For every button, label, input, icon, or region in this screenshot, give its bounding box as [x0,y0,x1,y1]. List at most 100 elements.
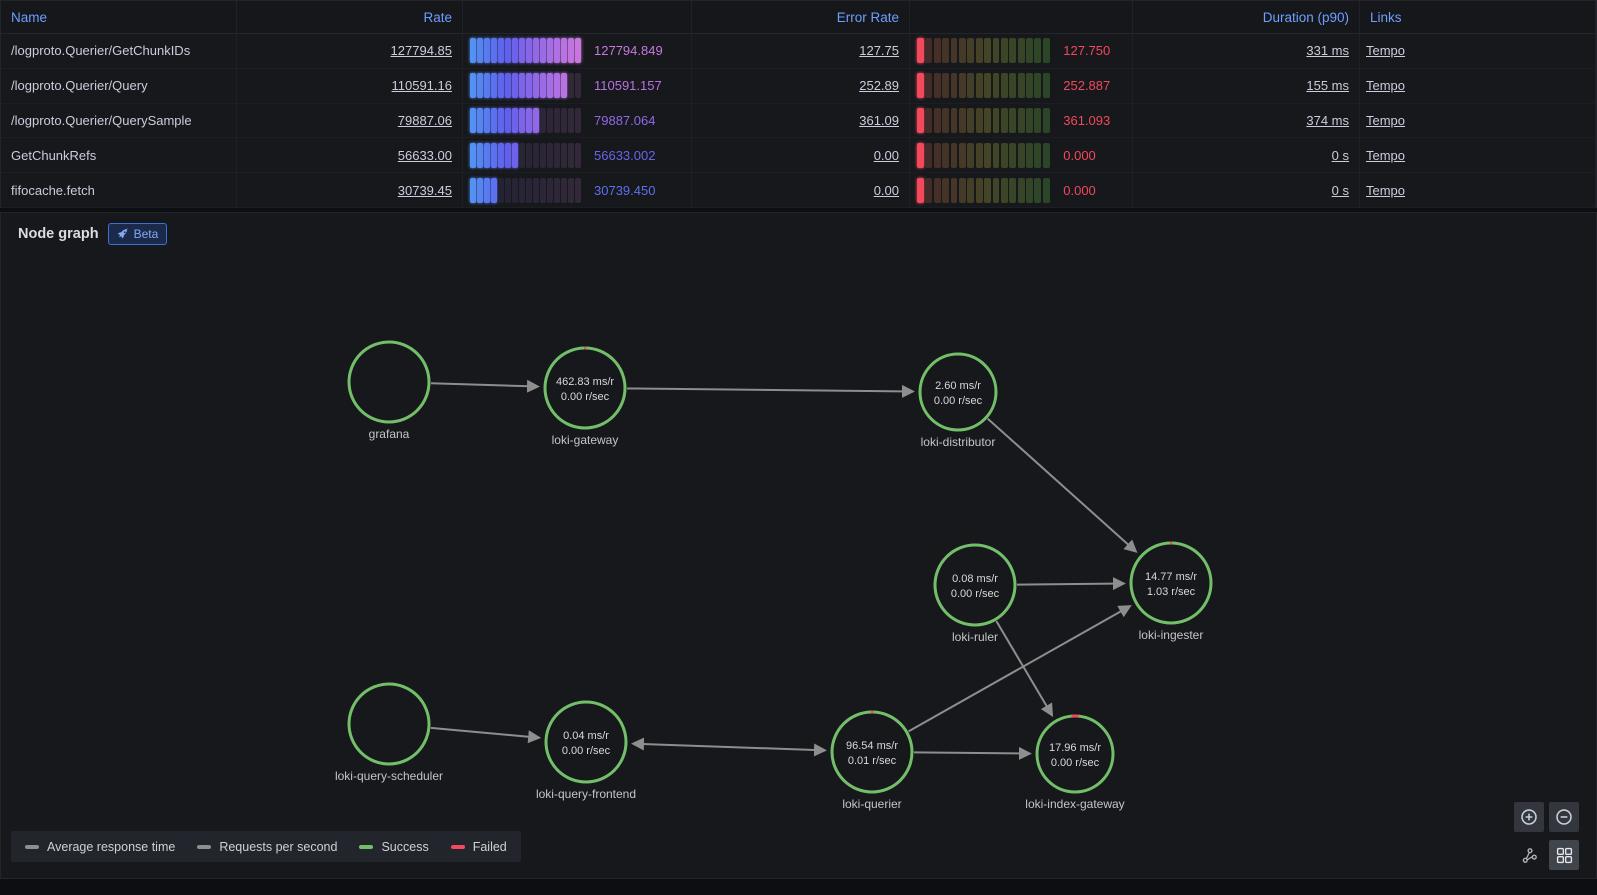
node-stat-line1: 96.54 ms/r [846,740,898,752]
legend-label: Average response time [47,839,176,854]
tempo-link[interactable]: Tempo [1366,147,1406,163]
column-header-name[interactable]: Name [1,1,237,34]
node-stat-line2: 0.00 r/sec [562,745,611,757]
lcd-gauge-bar [917,107,1051,133]
rate-value-link[interactable]: 30739.45 [397,182,452,198]
table-cell-rate-gauge: 110591.157 [463,68,692,104]
node-stat-line2: 1.03 r/sec [1147,586,1196,598]
node-label: loki-querier [842,797,901,811]
zoom-out-button[interactable] [1549,802,1579,832]
legend-label: Success [381,839,429,854]
table-cell-rate: 79887.06 [237,103,463,139]
tempo-link[interactable]: Tempo [1366,112,1406,128]
error-rate-value-link[interactable]: 361.09 [859,112,899,128]
node-stat-line2: 0.00 r/sec [1051,757,1100,769]
table-cell-links: Tempo [1360,173,1596,208]
table-cell-error-gauge: 361.093 [910,103,1133,139]
column-header-error-rate[interactable]: Error Rate [692,1,910,34]
table-cell-rate: 30739.45 [237,173,463,208]
column-header-duration[interactable]: Duration (p90) [1133,1,1360,34]
table-cell-name: /logproto.Querier/GetChunkIDs [1,34,237,69]
legend-item-success[interactable]: Success [359,839,429,854]
node-stat-line2: 0.00 r/sec [561,391,610,403]
legend-item-requests[interactable]: Requests per second [197,840,337,854]
error-gauge-value: 0.000 [1063,182,1096,198]
lcd-gauge-bar [917,177,1051,203]
table-cell-error-gauge: 127.750 [910,34,1133,69]
lcd-gauge-bar [470,107,582,133]
layout-graph-button[interactable] [1514,840,1544,870]
rate-gauge-value: 110591.157 [594,78,662,94]
table-cell-duration: 374 ms [1133,103,1360,139]
table-cell-error-rate: 361.09 [692,103,910,139]
beta-badge-label: Beta [133,227,159,241]
zoom-in-button[interactable] [1514,802,1544,832]
error-gauge-value: 127.750 [1063,43,1111,59]
beta-badge[interactable]: Beta [107,223,168,245]
table-cell-rate: 110591.16 [237,68,463,104]
table-cell-name: /logproto.Querier/Query [1,68,237,104]
node-label: loki-distributor [921,435,996,449]
column-header-links[interactable]: Links [1360,1,1596,34]
table-cell-error-rate: 0.00 [692,173,910,208]
graph-legend: Average response time Requests per secon… [11,831,521,862]
table-cell-error-gauge: 0.000 [910,173,1133,208]
legend-swatch-green [359,844,374,849]
rocket-icon [117,228,128,239]
duration-value-link[interactable]: 374 ms [1306,112,1349,128]
column-header-rate[interactable]: Rate [237,1,463,34]
zoom-controls [1514,802,1579,832]
rate-value-link[interactable]: 56633.00 [397,147,452,163]
rate-value-link[interactable]: 79887.06 [397,112,452,128]
table-cell-rate-gauge: 79887.064 [463,103,692,139]
error-gauge-value: 361.093 [1063,112,1111,128]
column-header-rate-gauge [463,1,692,34]
graph-node-grafana[interactable]: grafana [347,340,431,441]
grid-layout-icon [1556,847,1572,863]
error-gauge-value: 252.887 [1063,78,1111,94]
node-label: loki-ingester [1139,628,1204,642]
rate-gauge-value: 30739.450 [594,182,656,198]
error-rate-value-link[interactable]: 0.00 [873,182,899,198]
table-cell-name: /logproto.Querier/QuerySample [1,103,237,139]
error-rate-value-link[interactable]: 252.89 [859,78,899,94]
legend-item-failed[interactable]: Failed [450,840,507,854]
tempo-link[interactable]: Tempo [1366,78,1406,94]
layout-grid-button[interactable] [1549,840,1579,870]
table-cell-rate-gauge: 56633.002 [463,138,692,174]
panel-header: Node graph Beta [1,213,1596,249]
duration-value-link[interactable]: 155 ms [1306,78,1349,94]
graph-node-loki-query-scheduler[interactable]: loki-query-scheduler [335,682,443,783]
duration-value-link[interactable]: 331 ms [1306,43,1349,59]
error-rate-value-link[interactable]: 127.75 [859,43,899,59]
lcd-gauge-bar [470,142,582,168]
table-cell-error-gauge: 0.000 [910,138,1133,174]
tempo-link[interactable]: Tempo [1366,43,1406,59]
legend-item-avg-response[interactable]: Average response time [25,840,175,854]
node-stat-line2: 0.00 r/sec [934,395,983,407]
panel-title: Node graph [18,226,99,242]
node-label: loki-gateway [552,433,619,447]
rate-gauge-value: 127794.849 [594,43,663,59]
error-rate-value-link[interactable]: 0.00 [873,147,899,163]
node-label: grafana [369,427,410,441]
table-cell-error-gauge: 252.887 [910,68,1133,104]
lcd-gauge-bar [470,73,582,99]
legend-swatch-gray [25,844,39,849]
rate-value-link[interactable]: 110591.16 [391,78,453,94]
rate-value-link[interactable]: 127794.85 [390,43,452,59]
node-error-arc [543,346,627,430]
tempo-link[interactable]: Tempo [1366,182,1406,198]
duration-value-link[interactable]: 0 s [1331,182,1349,198]
zoom-out-icon [1556,809,1572,825]
rate-gauge-value: 56633.002 [594,147,656,163]
table-cell-name: fifocache.fetch [1,173,237,208]
duration-value-link[interactable]: 0 s [1331,147,1349,163]
